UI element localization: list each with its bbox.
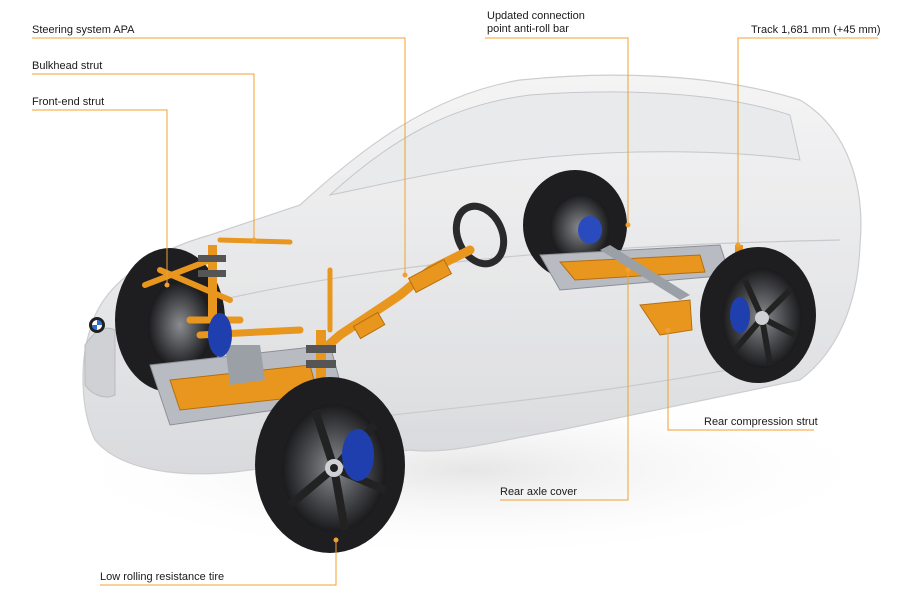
- label-rear-axle-cover: Rear axle cover: [500, 486, 578, 498]
- callout-lines: [32, 37, 878, 586]
- callout-dots: [164, 222, 741, 543]
- grille: [84, 327, 116, 398]
- window-glass: [328, 91, 801, 196]
- label-front-end-strut: Front-end strut: [32, 96, 105, 108]
- label-anti-roll-bar-line1: Updated connection: [487, 10, 585, 22]
- anti-roll-bar-leader: [485, 37, 629, 225]
- rear-right-wheel: [700, 247, 816, 383]
- tire-leader: [100, 540, 337, 586]
- front-end-strut-leader: [32, 109, 168, 285]
- rear-axle-cover-leader: [500, 270, 629, 501]
- label-rear-compression-strut: Rear compression strut: [704, 416, 818, 428]
- rear-compression-strut-leader: [667, 330, 814, 431]
- steering-assembly: [295, 202, 508, 375]
- body-crease: [219, 239, 841, 301]
- label-tire: Low rolling resistance tire: [100, 571, 225, 583]
- steering-system-leader: [32, 37, 406, 275]
- bulkhead-strut-leader: [32, 73, 255, 240]
- label-anti-roll-bar-line2: point anti-roll bar: [487, 23, 569, 35]
- track-leader: [737, 37, 878, 245]
- label-steering-system: Steering system APA: [32, 24, 135, 36]
- front-right-wheel: [255, 377, 405, 553]
- label-bulkhead-strut: Bulkhead strut: [32, 60, 103, 72]
- label-track: Track 1,681 mm (+45 mm): [751, 24, 881, 36]
